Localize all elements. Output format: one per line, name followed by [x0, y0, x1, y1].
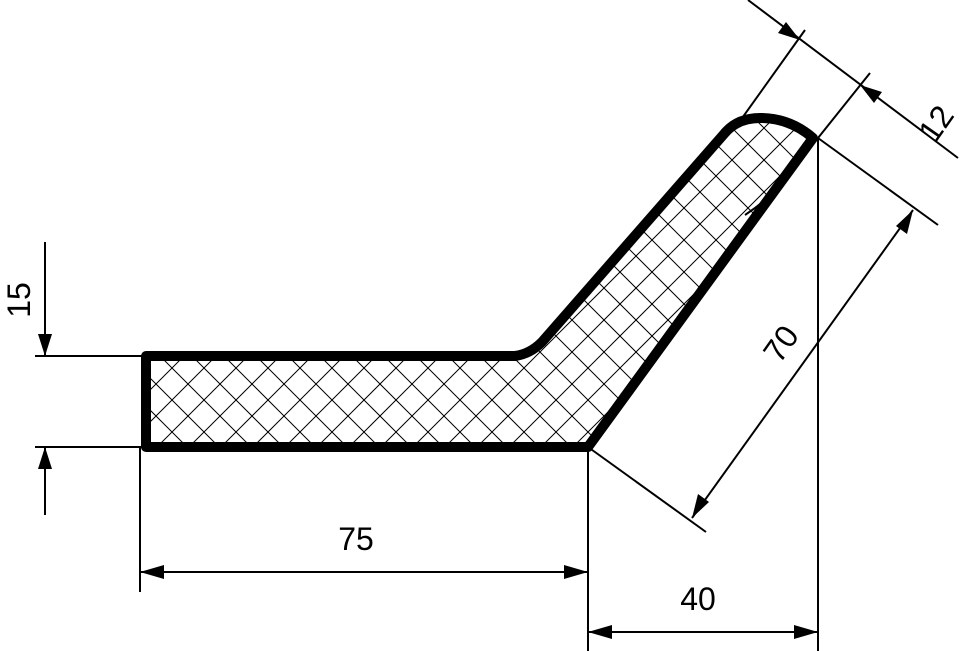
hatch-line: [763, 118, 813, 447]
hatch-line: [0, 0, 71, 651]
dimension-label-12: 12: [911, 99, 961, 149]
hatch-line: [208, 118, 813, 447]
hatch-line: [411, 118, 813, 447]
hatch-line: [817, 0, 975, 651]
hatch-line: [146, 118, 349, 447]
dimension-arm-thickness: 12: [734, 0, 961, 159]
hatch-line: [146, 118, 712, 447]
hatch-line: [146, 118, 157, 447]
hatch-line: [0, 0, 124, 651]
hatch-line: [304, 118, 813, 447]
hatch-line: [155, 118, 808, 447]
hatch-line: [720, 118, 813, 447]
hatch-line: [528, 118, 813, 447]
hatch-line: [849, 0, 975, 651]
hatch-line: [251, 118, 813, 447]
hatch-line: [146, 118, 744, 447]
hatch-line: [0, 0, 135, 651]
dimension-thickness-left: 15: [1, 242, 146, 515]
hatch-line: [176, 118, 813, 447]
dimension-label-15: 15: [1, 282, 37, 318]
hatch-line: [146, 118, 765, 447]
hatch-line: [146, 118, 477, 447]
hatch-line: [656, 118, 813, 447]
hatch-line: [146, 118, 573, 447]
hatch-line: [443, 118, 813, 447]
hatch-line: [146, 118, 392, 447]
hatch-line: [752, 118, 813, 447]
hatch-line: [146, 118, 797, 447]
hatch-line: [0, 0, 39, 651]
hatch-line: [956, 0, 975, 651]
hatch-line: [892, 0, 975, 651]
hatch-line: [146, 118, 253, 447]
hatch-line: [336, 118, 813, 447]
hatch-line: [315, 118, 813, 447]
hatch-line: [146, 118, 552, 447]
hatch-line: [913, 0, 975, 651]
dimension-arm-length: 70: [587, 137, 939, 533]
dimension-base-length: 75: [139, 447, 589, 651]
hatch-line: [146, 118, 637, 447]
hatch-line: [146, 118, 317, 447]
hatch-line: [146, 118, 360, 447]
hatch-line: [924, 0, 975, 651]
hatch-line: [146, 118, 328, 447]
hatch-line: [146, 118, 616, 447]
hatch-line: [0, 0, 28, 651]
dimension-label-75: 75: [338, 521, 374, 557]
hatch-line: [146, 118, 232, 447]
hatch-line: [146, 118, 701, 447]
hatch-line: [0, 0, 60, 651]
hatch-line: [731, 118, 813, 447]
hatch-line: [945, 0, 975, 651]
hatch-line: [0, 0, 7, 651]
hatch-line: [795, 118, 813, 447]
hatch-line: [146, 118, 733, 447]
tip-inner-curve: [744, 149, 806, 216]
hatch-line: [146, 118, 221, 447]
hatch-line: [347, 118, 813, 447]
hatch-line: [0, 0, 103, 651]
hatch-line: [146, 118, 509, 447]
hatch-line: [272, 118, 813, 447]
hatch-line: [146, 118, 605, 447]
hatch-line: [699, 118, 813, 447]
hatch-line: [464, 118, 813, 447]
hatch-line: [400, 118, 813, 447]
hatch-line: [146, 118, 285, 447]
hatch-line: [881, 0, 975, 651]
hatch-line: [146, 118, 520, 447]
hatch-line: [146, 118, 488, 447]
dimension-label-70: 70: [756, 319, 806, 369]
hatch-line: [784, 118, 813, 447]
hatch-line: [146, 118, 264, 447]
hatch-line: [146, 118, 189, 447]
hatch-line: [187, 118, 813, 447]
hatch-line: [146, 118, 584, 447]
hatch-line: [146, 118, 381, 447]
hatch-line: [146, 118, 456, 447]
hatch-line: [432, 118, 813, 447]
hatch-line: [635, 118, 813, 447]
hatch-line: [146, 118, 168, 447]
hatch-line: [603, 118, 813, 447]
hatch-line: [146, 118, 541, 447]
hatch-line: [688, 118, 813, 447]
hatch-line: [146, 118, 200, 447]
hatch-line: [667, 118, 813, 447]
hatch-line: [146, 118, 445, 447]
dimension-label-40: 40: [680, 581, 716, 617]
hatch-line: [283, 118, 813, 447]
hatch-line: [496, 118, 813, 447]
profile-outline: [141, 113, 818, 452]
hatch-line: [240, 118, 813, 447]
dimension-offset-right: 40: [588, 138, 819, 651]
hatch-line: [560, 118, 813, 447]
